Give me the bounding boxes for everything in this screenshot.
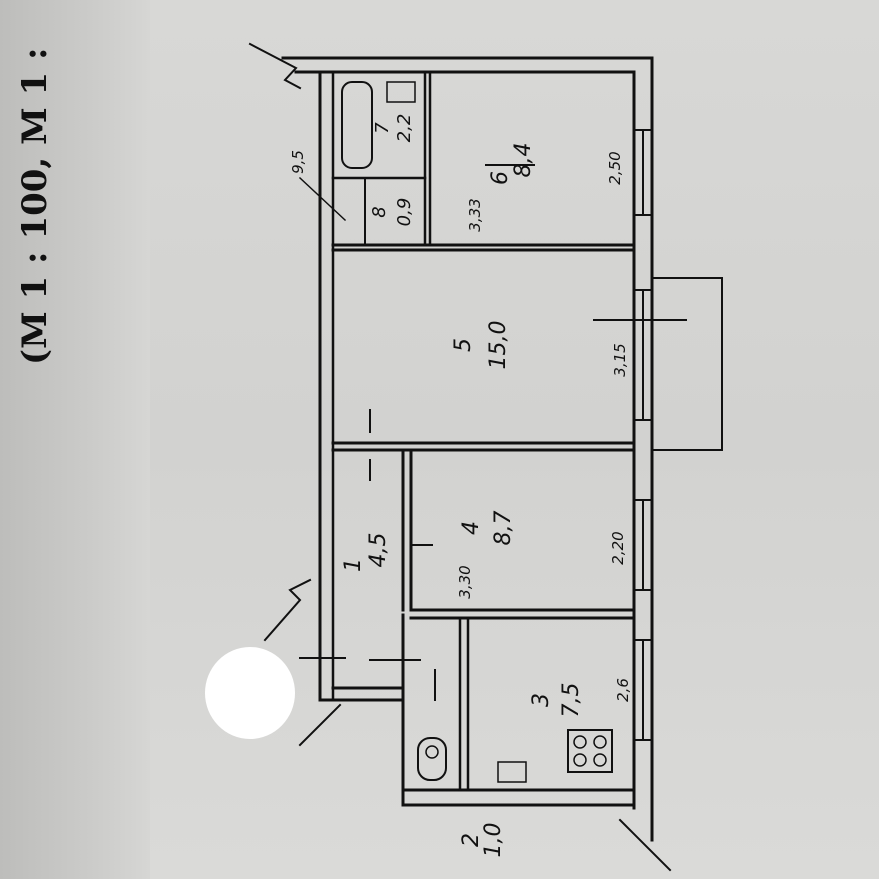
wall-room6 — [331, 243, 636, 252]
outer-wall-inner — [294, 70, 636, 810]
room-1-area: 4,5 — [366, 533, 391, 568]
wall-room5 — [331, 441, 636, 452]
bathtub-icon — [341, 81, 373, 169]
redaction-blot — [205, 647, 295, 739]
kitchen-sink-icon — [497, 761, 527, 783]
break-line-top — [248, 42, 302, 90]
wall-wc — [458, 616, 470, 792]
dimension-2-6: 2,6 — [614, 678, 632, 702]
door-ticks — [299, 409, 436, 701]
dimension-2-20: 2,20 — [609, 531, 627, 564]
page-edge-strip: (М 1 : 100, М 1 : — [0, 0, 150, 879]
break-line-entry — [298, 703, 342, 747]
room-4-number: 4 — [459, 521, 484, 535]
toilet-icon — [417, 737, 447, 781]
room-1-number: 1 — [341, 558, 366, 572]
room-6-area: 8,4 — [511, 143, 536, 178]
room-4-area: 8,7 — [491, 511, 516, 546]
room-2-number: 2 — [459, 833, 484, 847]
wall-corridor — [401, 450, 413, 612]
stove-icon — [567, 729, 613, 773]
dimension-3-15: 3,15 — [611, 343, 629, 376]
room-5-number: 5 — [451, 338, 476, 352]
sink-icon — [386, 81, 416, 103]
dimension-3-30: 3,30 — [456, 565, 474, 598]
dimension-3-33: 3,33 — [466, 198, 484, 231]
room-3-number: 3 — [529, 693, 554, 707]
room-8-number: 8 — [369, 206, 390, 217]
windows — [633, 129, 653, 741]
break-line-left — [263, 578, 312, 642]
outer-wall-top-right — [281, 56, 654, 842]
dimension-9-5: 9,5 — [289, 150, 307, 174]
balcony — [651, 277, 723, 451]
dimension-2-50: 2,50 — [606, 151, 624, 184]
room-7-area: 2,2 — [394, 114, 415, 143]
wall-bath — [423, 70, 432, 247]
entry-wall — [318, 686, 405, 702]
room-5-area: 15,0 — [486, 321, 511, 370]
outer-wall-bottom — [401, 788, 636, 807]
room-8-area: 0,9 — [394, 198, 415, 227]
wall-room4 — [409, 608, 636, 620]
leader-line — [298, 176, 347, 222]
room-3-area: 7,5 — [559, 683, 584, 718]
room-6-number: 6 — [488, 171, 513, 185]
break-line-bottom — [618, 818, 672, 872]
room-2-area: 1,0 — [481, 823, 506, 858]
room-7-number: 7 — [372, 122, 393, 134]
